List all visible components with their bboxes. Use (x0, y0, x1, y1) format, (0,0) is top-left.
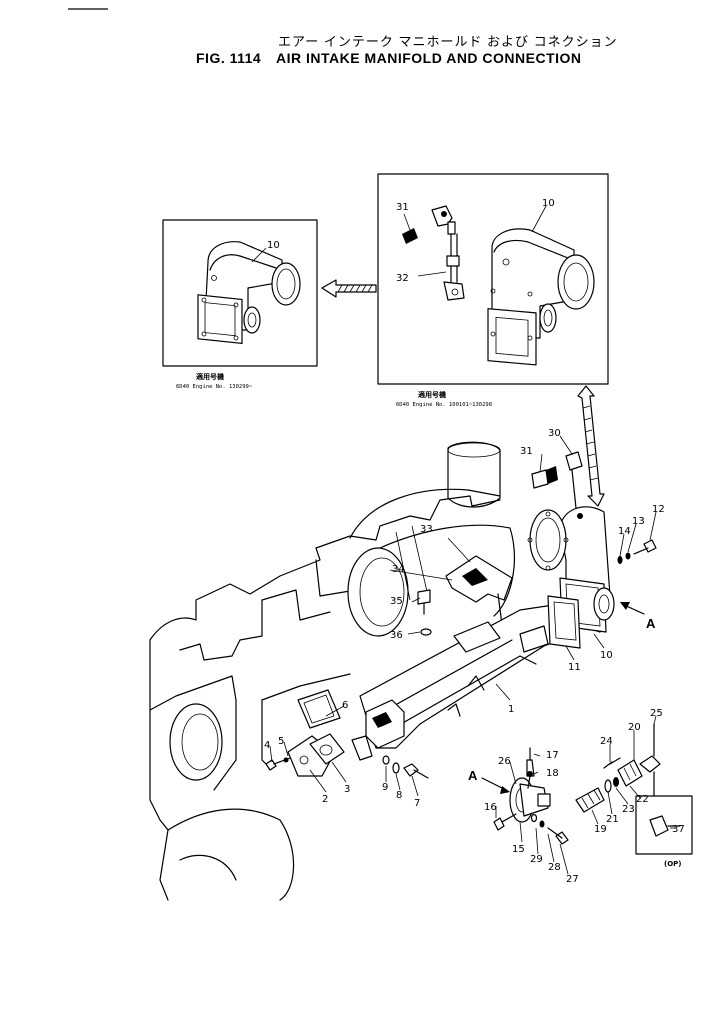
gasket-6 (297, 689, 341, 729)
callout-9: 9 (382, 782, 388, 793)
bolt-7 (382, 755, 429, 779)
callout-37: 37 (672, 824, 685, 835)
callout-19: 19 (594, 824, 607, 835)
callout-33: 33 (420, 524, 433, 535)
callout-24: 24 (600, 736, 613, 747)
callout-8: 8 (396, 790, 402, 801)
view-arrow-a-left (481, 777, 510, 794)
sensor-31 (531, 466, 558, 489)
callout-4: 4 (264, 740, 270, 751)
callout-31-inset: 31 (396, 202, 409, 213)
callout-23: 23 (622, 804, 635, 815)
callout-11: 11 (568, 662, 581, 673)
inset-right-applicability-text: 6D40 Engine No. 100101~130298 (396, 402, 492, 408)
title-japanese: エアー インテーク マニホールド および コネクション (278, 34, 618, 49)
inset-left-applicability-text: 6D40 Engine No. 130299~ (176, 384, 253, 390)
callout-18: 18 (546, 768, 559, 779)
hatched-arrow-horizontal (321, 279, 377, 298)
inset-left: 10 (162, 219, 318, 367)
bracket-33 (445, 555, 513, 641)
option-box (635, 771, 693, 855)
bolt-12 (617, 539, 657, 564)
callout-labels: 1 2 3 4 5 6 7 8 9 10 11 12 13 14 15 16 1… (264, 428, 685, 885)
hatched-arrow-vertical (577, 385, 605, 507)
manifold-1 (351, 603, 571, 761)
plug-25 (639, 723, 661, 773)
callout-1: 1 (508, 704, 514, 715)
callout-31: 31 (520, 446, 533, 457)
callout-20: 20 (628, 722, 641, 733)
washer-23 (613, 777, 619, 787)
callout-3: 3 (344, 784, 350, 795)
leader-lines (269, 435, 676, 875)
callout-35: 35 (390, 596, 403, 607)
hose-19 (575, 787, 605, 813)
callout-14: 14 (618, 526, 631, 537)
bolt-4 (265, 757, 291, 771)
flange-26 (509, 777, 551, 823)
callout-15: 15 (512, 844, 525, 855)
callout-17: 17 (546, 750, 559, 761)
bolt-16 (493, 813, 517, 831)
callout-28: 28 (548, 862, 561, 873)
callout-10-inset: 10 (542, 198, 555, 209)
callout-6: 6 (342, 700, 348, 711)
callout-32-inset: 32 (396, 273, 409, 284)
engine-block (149, 441, 515, 901)
callout-5: 5 (278, 736, 284, 747)
bolt-27 (530, 813, 569, 845)
view-arrow-a-right (620, 602, 645, 615)
callout-22: 22 (636, 794, 649, 805)
callout-34: 34 (392, 564, 405, 575)
title-english: AIR INTAKE MANIFOLD AND CONNECTION (276, 50, 582, 66)
callout-30: 30 (548, 428, 561, 439)
washer-18 (527, 771, 533, 777)
callout-29: 29 (530, 854, 543, 865)
callout-25: 25 (650, 708, 663, 719)
callout-16: 16 (484, 802, 497, 813)
callout-2: 2 (322, 794, 328, 805)
inset-left-applicability-label: 適用号機 (196, 372, 224, 381)
callout-21: 21 (606, 814, 619, 825)
bolt-35 (417, 589, 432, 636)
callout-10-left: 10 (267, 240, 280, 251)
connector-30 (565, 451, 583, 509)
callout-7: 7 (414, 798, 420, 809)
callout-26: 26 (498, 756, 511, 767)
hose-20 (617, 759, 643, 787)
inset-right-applicability-label: 適用号機 (418, 390, 446, 399)
pin-24 (603, 757, 621, 769)
option-label: (OP) (664, 860, 681, 868)
gasket-11 (547, 595, 581, 649)
callout-12: 12 (652, 504, 665, 515)
inset-right: 31 10 32 (377, 173, 609, 385)
view-mark-a-left: A (468, 768, 478, 783)
view-mark-a-right: A (646, 616, 656, 631)
gasket-3 (309, 733, 345, 765)
washer-21 (604, 779, 612, 793)
callout-10: 10 (600, 650, 613, 661)
callout-13: 13 (632, 516, 645, 527)
callout-36: 36 (390, 630, 403, 641)
callout-27: 27 (566, 874, 579, 885)
figure-number: FIG. 1114 (196, 50, 261, 66)
